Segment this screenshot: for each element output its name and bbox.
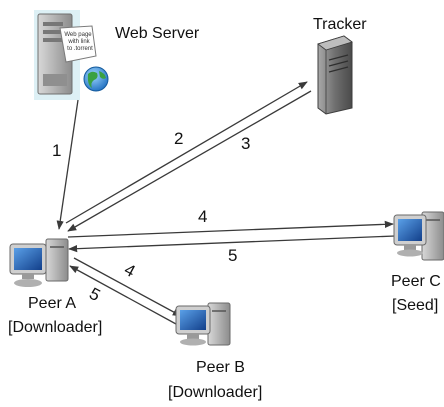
- peer-a-node: [9, 238, 69, 287]
- tracker-label: Tracker: [313, 16, 367, 33]
- tracker-server-icon: [317, 35, 353, 115]
- web-server-node: Web page with link to .torrent: [34, 10, 109, 100]
- edge-label-4-peer-c: 4: [198, 207, 208, 226]
- tracker-node: [317, 35, 353, 115]
- edge-label-1: 1: [52, 141, 62, 160]
- web-page-text-3: to .torrent: [67, 46, 93, 52]
- peer-c-node: [393, 211, 444, 261]
- computer-icon: [9, 238, 69, 287]
- peer-c-name: Peer C: [391, 273, 441, 290]
- edge-peer-b-to-peer-a: [69, 265, 177, 325]
- web-page-text-2: with link: [67, 39, 90, 45]
- peer-b-name: Peer B: [196, 359, 245, 376]
- edge-label-3: 3: [241, 134, 251, 153]
- edge-peer-a-to-tracker: [65, 81, 308, 224]
- web-page-icon: Web page with link to .torrent: [59, 25, 97, 63]
- edge-label-2: 2: [174, 129, 184, 148]
- globe-icon: [83, 66, 109, 92]
- web-page-text-1: Web page: [64, 32, 92, 38]
- computer-icon: [393, 211, 444, 261]
- peer-a-name: Peer A: [28, 295, 77, 312]
- web-server-label: Web Server: [115, 25, 200, 42]
- peer-b-node: [175, 302, 231, 346]
- peer-a-role: [Downloader]: [8, 319, 103, 336]
- edge-peer-a-to-peer-b: [73, 257, 182, 317]
- peer-c-role: [Seed]: [392, 297, 439, 314]
- edge-tracker-to-peer-a: [67, 90, 312, 232]
- edge-peer-a-to-peer-c: [67, 220, 394, 238]
- edge-peer-c-to-peer-a: [68, 235, 396, 253]
- computer-icon: [175, 302, 231, 346]
- edge-web-to-peer-a: [56, 99, 79, 230]
- peer-b-role: [Downloader]: [168, 384, 263, 401]
- edge-label-5-peer-c: 5: [228, 246, 238, 265]
